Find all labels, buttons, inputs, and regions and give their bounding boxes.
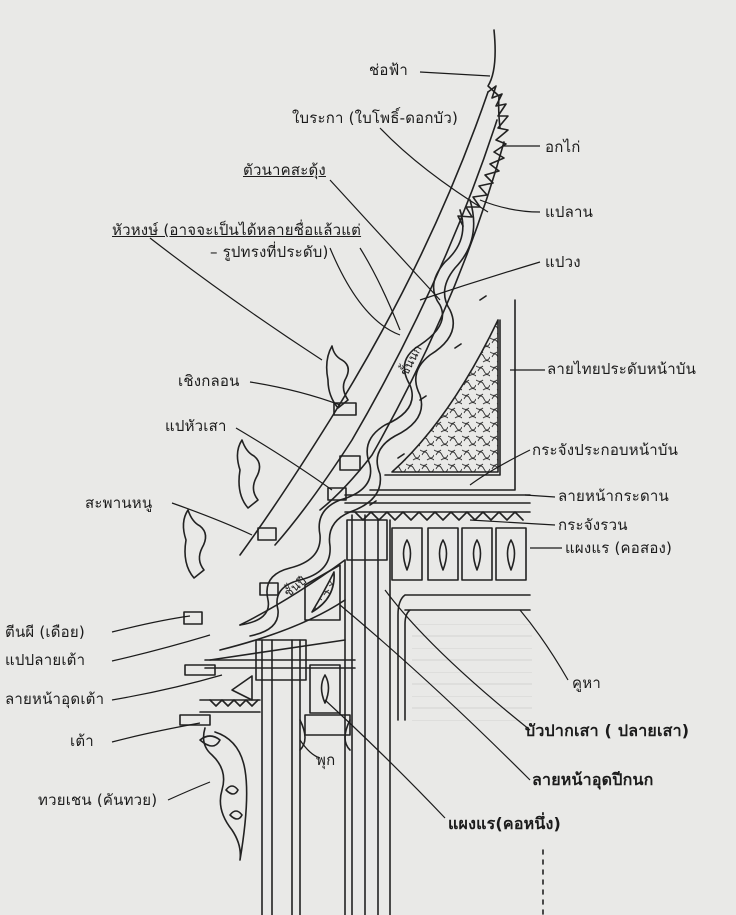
label-pae-plai-tao: แปปลายเต้า [5,651,86,669]
bai-raka-edge [457,85,509,227]
pediment-frame [369,299,516,491]
label-choeng-klon: เชิงกลอน [178,372,240,390]
label-saphan-nu: สะพานหนู [85,494,153,512]
label-kracha-ruan: กระจังรวน [558,516,628,534]
kan-thuai-bracket [202,727,248,861]
label-pae-lan: แปลาน [545,203,594,221]
label-lai-na-ud-tao: ลายหน้าอุดเต้า [5,690,105,708]
cho-fa-finial [487,29,501,129]
lai-thai-ornament [391,319,499,473]
label-hang-hong: หัวหงษ์ (อาจจะเป็นได้หลายชื่อแล้วแต่ [112,221,362,239]
label-bua-pak-sao: บัวปากเสา ( ปลายเสา) [525,721,690,740]
label-pae-wong: แปวง [545,253,581,271]
label-khu-ha: คูหา [572,674,601,692]
label-phuk: พุก [316,751,336,769]
label-paeng-rae-kho-nueng: แผงแร(คอหนึ่ง) [448,814,562,833]
label-tua-nak: ตัวนาคสะดุ้ง [243,161,326,179]
label-tin-phi: ตีนผี (เดือย) [5,623,85,641]
naga-body [239,209,464,626]
label-hang-hong-cont: – รูปทรงที่ประดับ) [210,243,329,261]
label-kan-thuai: ทวยเชน (คันทวย) [38,791,158,809]
paeng-rae-panels [391,527,527,581]
label-lai-na-ud-peek-nok: ลายหน้าอุดปีกนก [532,770,654,789]
hang-hong-finial [325,345,350,409]
khu-ha-arch [397,594,531,721]
label-pae-hua-sao: แปหัวเสา [165,417,227,435]
label-paeng-rae-kho-long: แผงแร (คอสอง) [565,539,673,557]
label-tao: เต้า [70,732,94,750]
gable-outer-rafter [239,91,489,556]
label-lai-thai: ลายไทยประดับหน้าบัน [547,360,697,378]
kracha-ruan-row [354,511,524,521]
label-cho-fa: ช่อฟ้า [369,61,409,79]
label-kracha-prakop: กระจังประกอบหน้าบัน [532,441,679,459]
label-lai-na-kradan: ลายหน้ากระดาน [558,487,669,505]
label-bai-raka: ใบระกา (ใบโพธิ์-ดอกบัว) [292,109,459,127]
label-ok-kai: อกไก่ [545,138,581,156]
